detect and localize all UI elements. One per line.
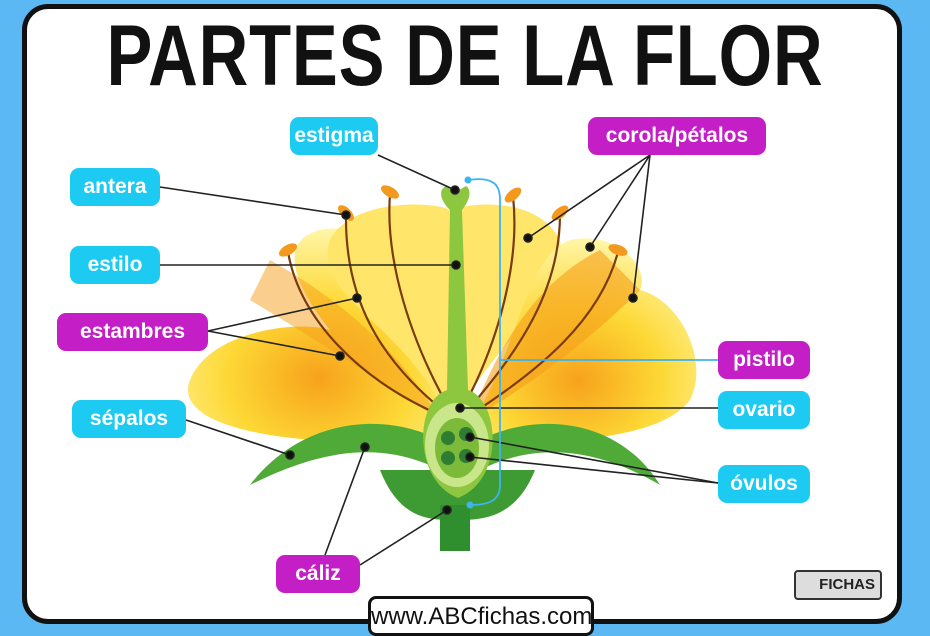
label-corola: corola/pétalos xyxy=(588,117,766,155)
pistil xyxy=(423,186,493,498)
label-estilo: estilo xyxy=(70,246,160,284)
label-estambres: estambres xyxy=(57,313,208,351)
abcfichas-logo: FICHAS xyxy=(794,570,882,600)
label-ovario: ovario xyxy=(718,391,810,429)
label-pistilo: pistilo xyxy=(718,341,810,379)
pistil-bracket xyxy=(467,178,718,506)
flower-illustration xyxy=(159,154,719,566)
label-sepalos: sépalos xyxy=(72,400,186,438)
petals xyxy=(187,204,697,443)
label-ovulos: óvulos xyxy=(718,465,810,503)
leader-lines xyxy=(159,154,719,566)
page-title: PARTES DE LA FLOR xyxy=(106,8,824,104)
label-caliz: cáliz xyxy=(276,555,360,593)
stamens xyxy=(286,193,620,417)
website-url[interactable]: www.ABCfichas.com xyxy=(368,596,594,636)
label-antera: antera xyxy=(70,168,160,206)
label-estigma: estigma xyxy=(290,117,378,155)
